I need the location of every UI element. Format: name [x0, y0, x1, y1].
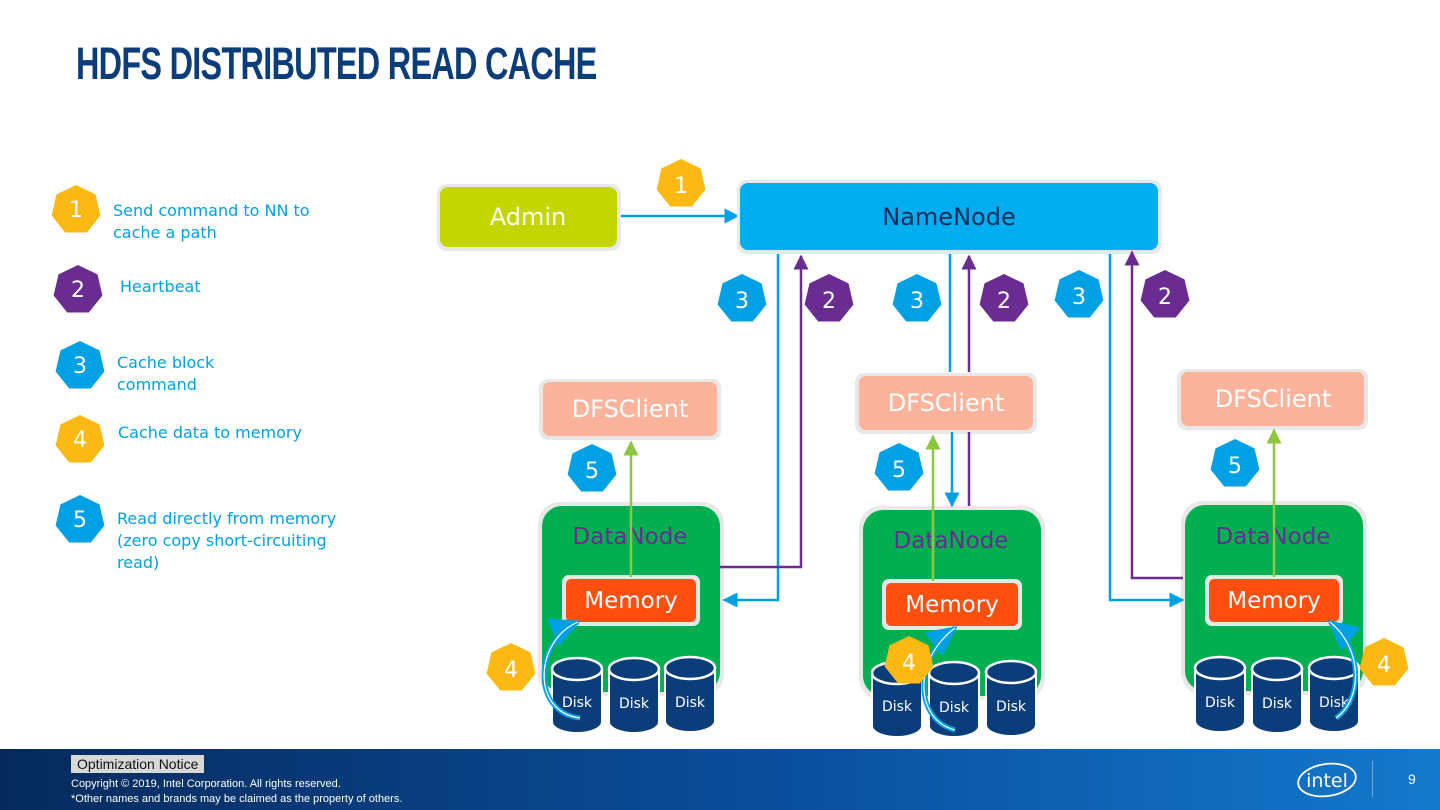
diagram-step-4-badge-c: 4: [1359, 638, 1409, 686]
svg-text:2: 2: [997, 289, 1011, 314]
svg-text:5: 5: [73, 508, 87, 533]
diagram-step-5-badge-a: 5: [567, 444, 617, 492]
step-4-badge: 4: [55, 415, 105, 463]
cache-diagram: Admin NameNode 1 DFSClient DataNode Memo…: [437, 159, 1409, 738]
copyright-text: Copyright © 2019, Intel Corporation. All…: [71, 778, 403, 805]
svg-text:3: 3: [735, 289, 749, 314]
disk: Disk: [984, 659, 1038, 737]
step-1-badge: 1: [51, 185, 101, 233]
admin-box: Admin: [437, 184, 621, 251]
memory-1: Memory: [562, 575, 700, 626]
svg-text:3: 3: [910, 289, 924, 314]
svg-text:Disk: Disk: [939, 700, 970, 716]
svg-text:Disk: Disk: [996, 699, 1027, 715]
disk-group-3: Disk Disk Disk: [1193, 655, 1361, 734]
diagram-step-2-badge-c: 2: [1140, 270, 1190, 318]
svg-text:Disk: Disk: [562, 695, 593, 711]
step-3-badge: 3: [55, 341, 105, 389]
dfsclient-2: DFSClient: [855, 373, 1037, 434]
diagram-step-3-badge-c: 3: [1054, 270, 1104, 318]
namenode-box: NameNode: [737, 180, 1162, 254]
disk: Disk: [927, 660, 981, 738]
svg-text:DFSClient: DFSClient: [572, 395, 689, 423]
diagram-step-3-badge-b: 3: [892, 274, 942, 322]
svg-text:2: 2: [822, 289, 836, 314]
diagram-step-3-badge-a: 3: [717, 274, 767, 322]
heartbeat-arrow-1: [720, 254, 809, 569]
disk: Disk: [607, 656, 661, 734]
diagram-step-1-badge: 1: [656, 159, 706, 207]
svg-text:Disk: Disk: [882, 699, 913, 715]
legend-text-5: Read directly from memory(zero copy shor…: [117, 509, 337, 572]
intel-logo-text: intel: [1306, 770, 1348, 792]
svg-text:Disk: Disk: [1205, 695, 1236, 711]
diagram-step-2-badge-b: 2: [979, 274, 1029, 322]
intel-logo-icon: intel: [1297, 762, 1357, 798]
cache-cmd-arrow-3: [1108, 254, 1185, 608]
page-number: 9: [1408, 771, 1416, 787]
footer-divider: [1372, 761, 1373, 797]
heartbeat-arrow-3: [1124, 250, 1183, 580]
diagram-step-4-badge-a: 4: [486, 643, 536, 691]
dfsclient-3: DFSClient: [1177, 369, 1368, 430]
svg-text:Disk: Disk: [675, 695, 706, 711]
svg-text:4: 4: [504, 658, 518, 683]
step-2-badge: 2: [53, 265, 103, 313]
diagram-step-5-badge-b: 5: [874, 443, 924, 491]
svg-text:Memory: Memory: [584, 588, 678, 614]
svg-text:Memory: Memory: [1227, 588, 1321, 614]
footer-bar: Optimization Notice Copyright © 2019, In…: [0, 749, 1440, 810]
optimization-notice-link[interactable]: Optimization Notice: [71, 755, 205, 773]
disk: Disk: [1193, 655, 1247, 733]
diagram-step-2-badge-a: 2: [804, 274, 854, 322]
svg-text:5: 5: [1228, 454, 1242, 479]
svg-text:5: 5: [585, 459, 599, 484]
svg-text:Disk: Disk: [1319, 695, 1350, 711]
diagram-step-5-badge-c: 5: [1210, 439, 1260, 487]
svg-text:3: 3: [1072, 285, 1086, 310]
disk: Disk: [663, 655, 717, 733]
svg-text:Memory: Memory: [905, 592, 999, 618]
admin-label: Admin: [490, 203, 567, 231]
step-1-number: 1: [69, 198, 83, 223]
slide-title: HDFS DISTRIBUTED READ CACHE: [76, 38, 597, 89]
disk: Disk: [550, 656, 604, 734]
memory-3: Memory: [1205, 575, 1343, 626]
svg-text:5: 5: [892, 458, 906, 483]
svg-text:2: 2: [71, 278, 85, 303]
disk: Disk: [1307, 655, 1361, 733]
dfsclient-1: DFSClient: [539, 379, 721, 440]
disk: Disk: [1250, 656, 1304, 734]
svg-text:DataNode: DataNode: [894, 528, 1009, 554]
memory-2: Memory: [882, 579, 1022, 630]
svg-text:2: 2: [1158, 285, 1172, 310]
disk-group-1: Disk Disk Disk: [550, 655, 717, 734]
svg-text:4: 4: [1377, 653, 1391, 678]
svg-text:4: 4: [902, 651, 916, 676]
svg-text:1: 1: [674, 174, 688, 199]
legend-text-4: Cache data to memory: [118, 423, 302, 442]
namenode-label: NameNode: [882, 203, 1015, 231]
svg-text:3: 3: [73, 354, 87, 379]
cache-cmd-arrow-1: [722, 254, 780, 608]
svg-text:DFSClient: DFSClient: [1215, 385, 1332, 413]
diagram-step-4-badge-b: 4: [884, 636, 934, 684]
step-5-badge: 5: [55, 495, 105, 543]
svg-text:Disk: Disk: [1262, 696, 1293, 712]
legend-text-2: Heartbeat: [120, 277, 201, 296]
svg-text:Disk: Disk: [619, 696, 650, 712]
svg-text:DFSClient: DFSClient: [888, 389, 1005, 417]
svg-text:4: 4: [73, 428, 87, 453]
